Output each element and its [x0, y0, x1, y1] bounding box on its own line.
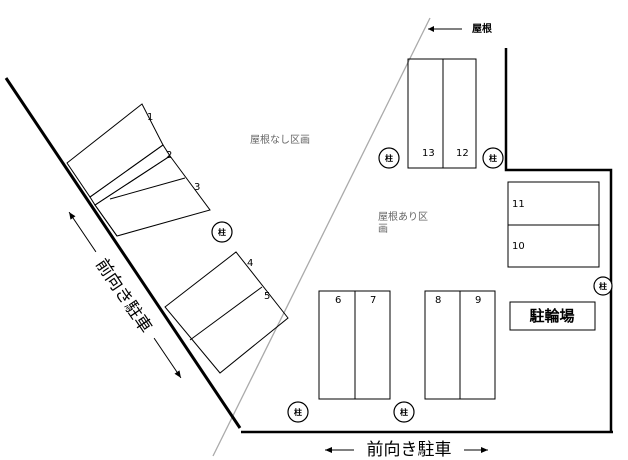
pillar-icon [393, 401, 415, 423]
space-number-12: 12 [456, 148, 469, 159]
space-number-13: 13 [422, 148, 435, 159]
parking-space-9 [459, 290, 496, 400]
roof-label: 屋根 [472, 22, 492, 35]
space-number-5: 5 [264, 291, 270, 302]
arrow-up-left-icon [69, 212, 76, 220]
parking-space-3 [94, 155, 211, 237]
space-number-7: 7 [370, 295, 376, 306]
parking-space-2 [89, 144, 171, 206]
arrow-right-icon [481, 447, 488, 453]
roof-boundary-line [212, 17, 431, 457]
front-parking-label-bottom: 前向き駐車 [367, 440, 452, 460]
arrow-left-icon [325, 447, 332, 453]
parking-space-7 [354, 290, 391, 400]
pillar-label: 柱 [218, 227, 226, 237]
space-number-9: 9 [475, 295, 481, 306]
space-number-3: 3 [194, 182, 200, 193]
angled-spaces-upper [66, 103, 211, 237]
space-divider [94, 204, 118, 237]
pillars: 柱 柱 柱 柱 柱 柱 [211, 147, 613, 423]
arrow-left-icon [428, 26, 434, 32]
space-number-10: 10 [512, 241, 525, 252]
parking-space-8 [424, 290, 461, 400]
bicycle-parking-label: 駐輪場 [529, 307, 574, 325]
pillar-icon [482, 147, 504, 169]
label-backdrop [354, 440, 464, 458]
angled-spaces-lower [164, 251, 289, 374]
bicycle-parking-box [509, 301, 596, 331]
roof-zone-label-line1: 屋根あり区 [378, 210, 428, 223]
right-boundary [504, 48, 613, 432]
pillar-label: 柱 [599, 281, 607, 291]
arrow-down-right-icon [174, 370, 181, 378]
space-number-6: 6 [335, 295, 341, 306]
label-backdrop [85, 245, 165, 345]
pillar-label: 柱 [400, 407, 408, 417]
pillar-icon [378, 147, 400, 169]
pillar-label: 柱 [294, 407, 302, 417]
pillar-label: 柱 [385, 153, 393, 163]
diagonal-boundary [4, 77, 242, 429]
space-number-8: 8 [435, 295, 441, 306]
space-number-4: 4 [247, 258, 253, 269]
parking-space-12 [442, 58, 477, 169]
no-roof-zone-label: 屋根なし区画 [250, 133, 310, 146]
parking-space-4-5 [164, 251, 289, 374]
pillar-icon [287, 401, 309, 423]
roof-zone-label-line2: 画 [378, 224, 388, 235]
parking-space-10 [507, 224, 600, 268]
space-divider [189, 286, 263, 341]
pillar-icon [211, 221, 233, 243]
space-number-11: 11 [512, 199, 525, 210]
front-parking-label-diagonal: 前向き駐車 [91, 255, 155, 337]
space-divider [109, 177, 186, 200]
space-number-2: 2 [166, 150, 172, 161]
parking-space-6 [318, 290, 356, 400]
pillar-icon [593, 276, 613, 296]
space-number-1: 1 [147, 112, 153, 123]
pillar-label: 柱 [489, 153, 497, 163]
